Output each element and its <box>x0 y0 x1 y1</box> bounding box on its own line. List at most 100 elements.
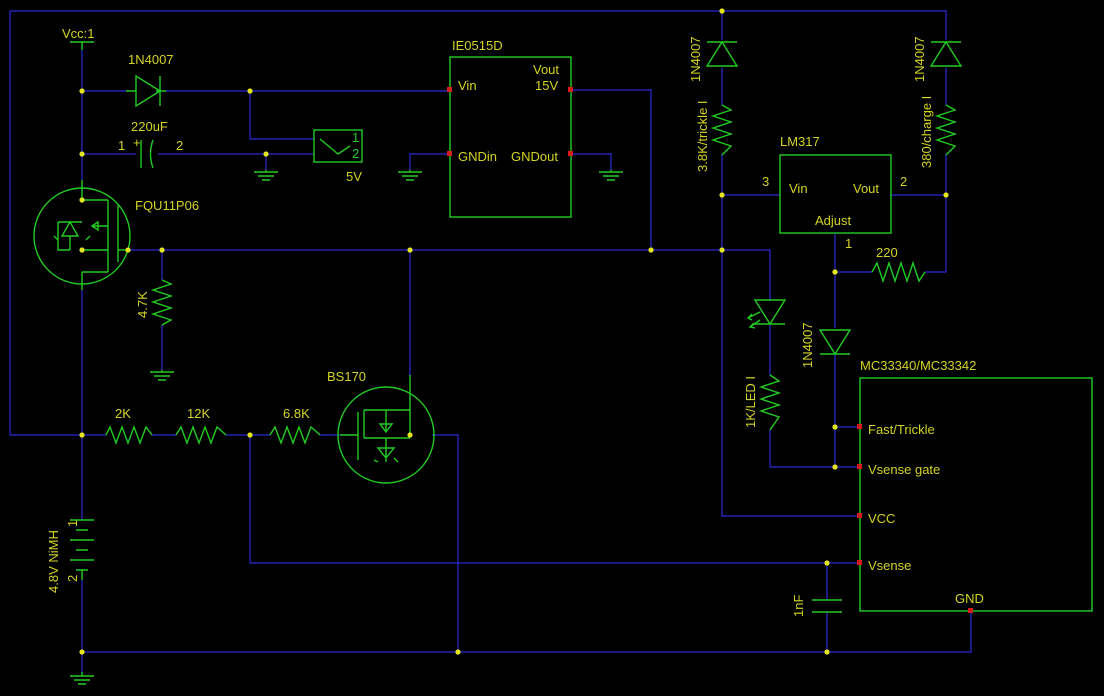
regulator-adjust: Adjust <box>815 213 852 228</box>
ground-icon <box>599 170 623 181</box>
wire-gate-rail <box>130 249 771 300</box>
pin-markers <box>447 87 973 613</box>
wire-conv-gndin <box>409 153 450 170</box>
regulator-pin3: 3 <box>762 174 769 189</box>
resistor-220 <box>871 260 926 284</box>
converter-vout: Vout <box>533 62 559 77</box>
battery-pin2: 2 <box>65 575 80 582</box>
wire-conv-gndout <box>571 153 612 170</box>
pin-marker <box>857 464 862 469</box>
resistor-6-8k-label: 6.8K <box>283 406 310 421</box>
pin-marker <box>857 560 862 565</box>
wire-left-loop <box>9 11 82 436</box>
vcc-label: Vcc:1 <box>62 26 95 41</box>
wire-ground-rail <box>82 612 972 653</box>
ground-icon <box>150 370 174 381</box>
ic-fast-trickle: Fast/Trickle <box>868 422 935 437</box>
resistor-led-label: 1K/LED I <box>743 376 758 428</box>
wire-bs170-source <box>432 434 459 652</box>
ic-vsense: Vsense <box>868 558 911 573</box>
resistor-6-8k <box>269 425 321 445</box>
resistor-12k <box>175 425 227 445</box>
wires <box>9 10 972 672</box>
junction-dot <box>832 269 838 275</box>
junction-dot <box>79 432 85 438</box>
diode-charge-label: 1N4007 <box>912 36 927 82</box>
diode-1n4007-regulator <box>818 329 852 356</box>
mosfet-bs170 <box>337 375 435 484</box>
cap-plus: + <box>133 135 141 150</box>
resistor-charge <box>934 104 958 156</box>
cap-pin2: 2 <box>176 138 183 153</box>
converter-ie0515d <box>449 56 572 218</box>
ic-vcc: VCC <box>868 511 895 526</box>
switch-5v <box>313 129 363 163</box>
battery-pin1: 1 <box>65 520 80 527</box>
junction-dot <box>247 432 253 438</box>
converter-vin: Vin <box>458 78 477 93</box>
junction-dot <box>455 649 461 655</box>
cap-label: 220uF <box>131 119 168 134</box>
ic-label: MC33340/MC33342 <box>860 358 976 373</box>
junction-dot <box>125 247 131 253</box>
junction-dot <box>719 247 725 253</box>
resistor-4-7k <box>150 279 174 326</box>
led-indicator <box>746 299 787 329</box>
junction-dot <box>79 247 85 253</box>
switch-pin1: 1 <box>352 130 359 145</box>
junction-dot <box>943 192 949 198</box>
capacitor-220uf <box>140 139 154 169</box>
junction-dot <box>824 560 830 566</box>
ground-symbols <box>70 170 623 685</box>
pin-marker <box>568 151 573 156</box>
junction-dot <box>719 192 725 198</box>
junction-dot <box>832 424 838 430</box>
diode-1n4007-trickle <box>705 40 739 67</box>
ground-icon <box>254 170 278 181</box>
battery-nimh <box>70 519 94 580</box>
resistor-charge-label: 380/charge I <box>919 96 934 168</box>
switch-label: 5V <box>346 169 362 184</box>
cap-pin1: 1 <box>118 138 125 153</box>
vcc-terminal <box>70 41 94 50</box>
diode-trickle-label: 1N4007 <box>688 36 703 82</box>
wire-switch-feed <box>249 91 314 140</box>
junction-dot <box>159 247 165 253</box>
wire-vsense <box>249 435 860 564</box>
converter-15v: 15V <box>535 78 558 93</box>
mosfet-p-label: FQU11P06 <box>135 198 199 213</box>
switch-pin2: 2 <box>352 146 359 161</box>
junction-dot <box>832 464 838 470</box>
junction-dot <box>79 151 85 157</box>
regulator-pin1: 1 <box>845 236 852 251</box>
regulator-lm317 <box>779 154 892 234</box>
resistor-2k <box>105 425 153 445</box>
pin-marker <box>857 424 862 429</box>
converter-gndout: GNDout <box>511 149 558 164</box>
diode-1n4007-charge <box>929 40 963 67</box>
resistor-220-label: 220 <box>876 245 898 260</box>
diode-1n4007-top <box>126 74 166 108</box>
pin-marker <box>968 608 973 613</box>
junction-dot <box>719 8 725 14</box>
diode-regulator-label: 1N4007 <box>800 322 815 368</box>
junction-dot <box>79 197 85 203</box>
ic-mc33340 <box>859 377 1093 612</box>
pin-marker <box>568 87 573 92</box>
resistor-2k-label: 2K <box>115 406 131 421</box>
converter-label: IE0515D <box>452 38 503 53</box>
resistor-led <box>758 374 782 431</box>
junctions <box>79 8 949 655</box>
resistor-4-7k-label: 4.7K <box>135 291 150 318</box>
wire-vcc-ic <box>721 195 860 517</box>
junction-dot <box>79 649 85 655</box>
junction-dot <box>407 247 413 253</box>
pin-marker <box>857 513 862 518</box>
mosfet-n-label: BS170 <box>327 369 366 384</box>
ic-gnd: GND <box>955 591 984 606</box>
resistor-12k-label: 12K <box>187 406 210 421</box>
wire-conv-vout <box>571 89 652 250</box>
regulator-vout: Vout <box>853 181 879 196</box>
junction-dot <box>407 432 413 438</box>
